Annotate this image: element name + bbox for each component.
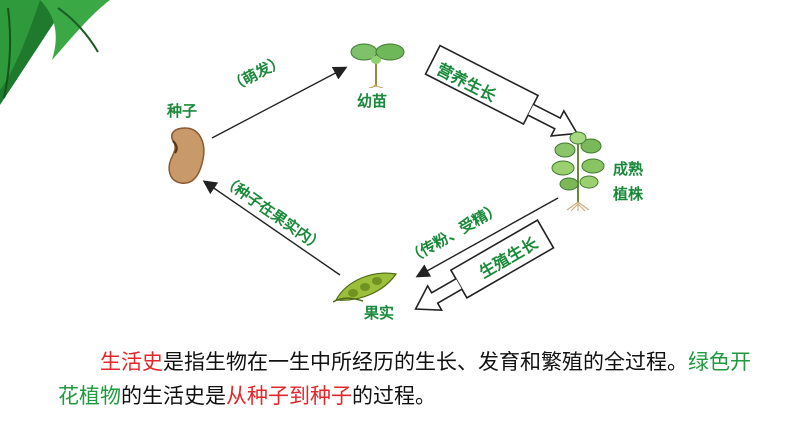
reproductive-growth-arrow bbox=[414, 219, 555, 311]
mature-plant-label-1: 成熟 bbox=[613, 160, 644, 178]
leaf-decoration bbox=[0, 0, 110, 105]
seed-label: 种子 bbox=[167, 102, 198, 120]
vegetative-growth-arrow bbox=[424, 44, 579, 137]
fruit-icon bbox=[333, 272, 398, 303]
paragraph-text-1: 是指生物在一生中所经历的生长、发育和繁殖的全过程。 bbox=[163, 350, 688, 374]
seedling-label: 幼苗 bbox=[357, 92, 388, 110]
mature-plant-label-2: 植株 bbox=[613, 185, 644, 203]
seedling-icon bbox=[350, 43, 405, 88]
diagram-lines bbox=[202, 44, 579, 311]
paragraph-indent bbox=[58, 350, 100, 374]
seed-to-seed-phrase: 从种子到种子 bbox=[226, 384, 352, 408]
paragraph-text-2: 的生活史是 bbox=[121, 384, 226, 408]
seed-icon bbox=[168, 127, 205, 184]
term-life-history: 生活史 bbox=[100, 350, 163, 374]
mature-plant-icon bbox=[551, 131, 605, 212]
life-history-paragraph: 生活史是指生物在一生中所经历的生长、发育和繁殖的全过程。绿色开花植物的生活史是从… bbox=[58, 345, 758, 413]
flowering-plants-phrase: 绿色开花植物 bbox=[58, 350, 751, 408]
paragraph-text-3: 的过程。 bbox=[352, 384, 436, 408]
fruit-label: 果实 bbox=[364, 304, 395, 322]
